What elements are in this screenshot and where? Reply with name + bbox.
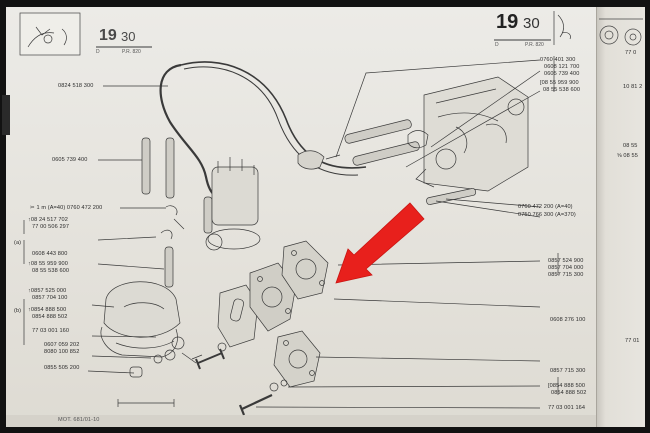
label-r6: 0760 472 200 (A=40) <box>518 204 573 210</box>
next-label-5: 77 01 <box>625 338 640 344</box>
label-group-a-1: 0608 443 800 <box>32 251 68 257</box>
label-group-a-tag: (a) <box>14 240 22 246</box>
gasket-4 <box>273 330 321 388</box>
label-washer-2: 8080 100 852 <box>44 349 80 355</box>
label-r3: 0605 739 400 <box>544 71 580 77</box>
label-plug: 0855 505 200 <box>44 365 80 371</box>
label-r13: [0854 888 500 <box>548 383 586 389</box>
label-group-b-2: 0857 704 100 <box>32 295 68 301</box>
label-clip-line: ✂ 1 m (A=40) 0760 472 200 <box>30 205 103 211</box>
page-number-left: 19 <box>99 27 117 44</box>
gasket-2 <box>249 262 297 332</box>
next-label-3: 08 55 <box>623 143 638 149</box>
label-group-a-2: ↑08 55 959 900 <box>28 261 68 267</box>
binder-clip <box>2 95 10 135</box>
label-r1: 0760 401 300 <box>540 57 576 63</box>
label-sleeve: 0605 739 400 <box>52 157 88 163</box>
parts-drawing <box>6 11 598 427</box>
next-page-edge: 77 0 10 81 2 08 55 ⅝ 08 55 77 01 <box>596 7 645 427</box>
label-r11: 0608 276 100 <box>550 317 586 323</box>
label-bracket-a: ↑08 24 517 702 <box>28 217 68 223</box>
page-number-right: 19 <box>496 11 519 33</box>
hose-upper <box>344 119 412 144</box>
label-group-b-4: 0854 888 502 <box>32 314 68 320</box>
pr-code-left: P.R. 820 <box>122 49 141 55</box>
label-group-b-5: 77 03 001 160 <box>32 328 70 334</box>
page-subnumber-right: 30 <box>523 15 540 32</box>
fuel-pump <box>103 281 181 338</box>
label-r7: 0750 766 300 (A=370) <box>518 212 576 218</box>
next-page-drawing <box>599 18 643 46</box>
pr-code-right: P.R. 820 <box>525 42 544 48</box>
label-r9: 0857 704 000 <box>548 265 584 271</box>
next-label-2: 10 81 2 <box>623 84 643 90</box>
catalog-page: 19 30 D P.R. 820 19 30 D P.R. 820 0824 5… <box>6 7 598 427</box>
thumbnail-left-icon <box>19 12 81 56</box>
label-r10: 0857 715 300 <box>548 272 584 278</box>
label-r2: 0608 121 700 <box>544 64 580 70</box>
sleeve-tube <box>141 137 151 195</box>
hose-lower <box>352 141 420 166</box>
label-group-b-1: ↑0857 525 000 <box>28 288 67 294</box>
scissors-icon: ✂ <box>30 205 37 211</box>
label-r14: 0854 888 502 <box>551 390 587 396</box>
label-group-b-tag: (b) <box>14 308 22 314</box>
page-subnumber-left: 30 <box>121 29 136 44</box>
label-r4: [08 55 959 900 <box>540 80 579 86</box>
label-r12: 0857 715 300 <box>550 368 586 374</box>
red-arrow-icon <box>335 202 425 284</box>
label-group-a-3: 08 55 538 600 <box>32 268 70 274</box>
label-cable: 0824 518 300 <box>58 83 94 89</box>
code-letter-right: D <box>495 42 499 48</box>
label-group-b-3: ↑0854 888 500 <box>28 307 67 313</box>
gasket-1 <box>217 284 259 348</box>
next-label-1: 77 0 <box>625 50 637 56</box>
next-label-4: ⅝ 08 55 <box>617 153 638 159</box>
label-r5: 08 55 538 600 <box>543 87 581 93</box>
label-r8: 0857 524 900 <box>548 258 584 264</box>
label-footer: MOT. 681/01-10 <box>58 417 100 423</box>
carburetor <box>423 76 529 192</box>
code-letter-left: D <box>96 49 100 55</box>
label-bracket-b: 77 00 506 297 <box>32 224 70 230</box>
label-r15: 77 03 001 164 <box>548 405 586 411</box>
label-washer-1: 0607 059 202 <box>44 342 80 348</box>
